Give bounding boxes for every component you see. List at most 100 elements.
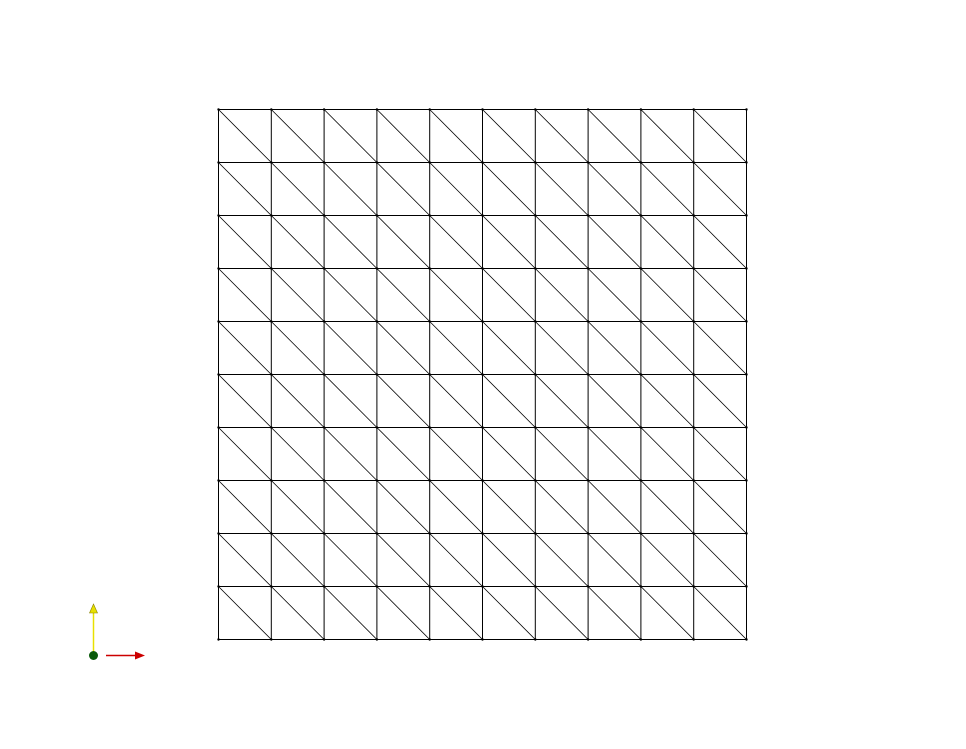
mesh-vertex xyxy=(692,373,695,376)
mesh-vertex xyxy=(375,426,379,429)
mesh-vertex xyxy=(534,161,537,164)
mesh-vertex xyxy=(217,214,220,217)
mesh-vertex xyxy=(375,585,379,588)
mesh-diagonal-edge xyxy=(429,374,483,428)
mesh-diagonal-edge xyxy=(693,109,747,163)
mesh-vertex xyxy=(322,161,326,164)
mesh-vertex xyxy=(428,108,431,111)
mesh-diagonal-edge xyxy=(640,109,694,163)
mesh-diagonal-edge xyxy=(535,533,589,587)
mesh-vertex xyxy=(586,161,590,164)
mesh-diagonal-edge xyxy=(482,162,536,216)
mesh-diagonal-edge xyxy=(587,268,642,322)
mesh-diagonal-edge xyxy=(693,162,747,216)
mesh-diagonal-edge xyxy=(271,586,325,640)
mesh-diagonal-edge xyxy=(376,374,430,428)
mesh-diagonal-edge xyxy=(218,586,272,640)
mesh-vertex xyxy=(428,532,431,535)
mesh-diagonal-edge xyxy=(535,268,589,322)
mesh-vertex xyxy=(375,638,379,641)
mesh-vertex xyxy=(270,320,273,323)
mesh-vertex xyxy=(322,426,326,429)
mesh-diagonal-edge xyxy=(587,586,642,640)
mesh-vertex xyxy=(534,585,537,588)
mesh-vertex xyxy=(692,214,695,217)
mesh-diagonal-edge xyxy=(693,480,747,534)
mesh-vertex xyxy=(270,479,273,482)
mesh-diagonal-edge xyxy=(323,586,378,640)
mesh-diagonal-edge xyxy=(587,374,642,428)
mesh-diagonal-edge xyxy=(323,268,378,322)
mesh-diagonal-edge xyxy=(535,480,589,534)
mesh-diagonal-edge xyxy=(535,215,589,269)
mesh-diagonal-edge xyxy=(429,321,483,375)
mesh-diagonal-edge xyxy=(429,533,483,587)
mesh-diagonal-edge xyxy=(218,268,272,322)
mesh-vertex xyxy=(586,585,590,588)
mesh-diagonal-edge xyxy=(376,321,430,375)
mesh-vertex xyxy=(322,373,326,376)
mesh-vertex xyxy=(692,267,695,270)
mesh-diagonal-edge xyxy=(218,109,272,163)
mesh-diagonal-edge xyxy=(640,162,694,216)
mesh-vertex xyxy=(586,426,590,429)
mesh-diagonal-edge xyxy=(429,427,483,481)
mesh-diagonal-edge xyxy=(218,533,272,587)
mesh-vertex xyxy=(270,373,273,376)
mesh-vertex xyxy=(745,373,748,376)
mesh-vertex xyxy=(428,426,431,429)
mesh-diagonal-edge xyxy=(429,268,483,322)
mesh-diagonal-edge xyxy=(376,586,430,640)
mesh-diagonal-edge xyxy=(376,215,430,269)
mesh-diagonal-edge xyxy=(587,109,642,163)
mesh-diagonal-edge xyxy=(218,162,272,216)
mesh-vertex xyxy=(322,214,326,217)
mesh-vertex xyxy=(270,638,273,641)
mesh-vertices xyxy=(217,108,748,641)
mesh-diagonal-edge xyxy=(482,480,536,534)
mesh-diagonal-edge xyxy=(271,162,325,216)
mesh-vertex xyxy=(586,320,590,323)
mesh-vertex xyxy=(217,585,220,588)
mesh-vertex xyxy=(692,532,695,535)
mesh-vertex xyxy=(745,267,748,270)
origin-dot-icon xyxy=(89,651,98,660)
mesh-vertex xyxy=(428,214,431,217)
mesh-vertex xyxy=(586,267,590,270)
mesh-vertex xyxy=(692,108,695,111)
mesh-vertex xyxy=(428,267,431,270)
mesh-vertex xyxy=(270,214,273,217)
mesh-diagonal-edge xyxy=(482,533,536,587)
mesh-vertex xyxy=(270,585,273,588)
mesh-vertex xyxy=(375,479,379,482)
mesh-diagonal-edge xyxy=(376,268,430,322)
mesh-diagonal-edge xyxy=(323,374,378,428)
mesh-vertex xyxy=(745,108,748,111)
mesh-diagonal-edge xyxy=(429,480,483,534)
mesh-vertex xyxy=(692,320,695,323)
mesh-diagonal-edge xyxy=(693,374,747,428)
mesh-vertex xyxy=(745,214,748,217)
mesh-diagonal-edge xyxy=(587,321,642,375)
mesh-vertex xyxy=(586,479,590,482)
mesh-vertex xyxy=(481,479,484,482)
mesh-diagonal-edge xyxy=(640,427,694,481)
mesh-diagonal-edge xyxy=(640,268,694,322)
mesh-diagonal-edge xyxy=(429,109,483,163)
mesh-vertex xyxy=(322,267,326,270)
mesh-vertex xyxy=(217,108,220,111)
x-axis-arrow-icon xyxy=(106,651,145,660)
mesh-diagonal-edge xyxy=(323,321,378,375)
mesh-vertex xyxy=(481,161,484,164)
mesh-diagonal-edge xyxy=(218,215,272,269)
mesh-vertex xyxy=(639,214,643,217)
mesh-vertex xyxy=(428,320,431,323)
mesh-vertex xyxy=(375,108,379,111)
mesh-vertex xyxy=(745,479,748,482)
mesh-diagonal-edge xyxy=(640,321,694,375)
mesh-diagonal-edge xyxy=(429,162,483,216)
mesh-diagonal-edge xyxy=(482,215,536,269)
mesh-vertex xyxy=(481,638,484,641)
